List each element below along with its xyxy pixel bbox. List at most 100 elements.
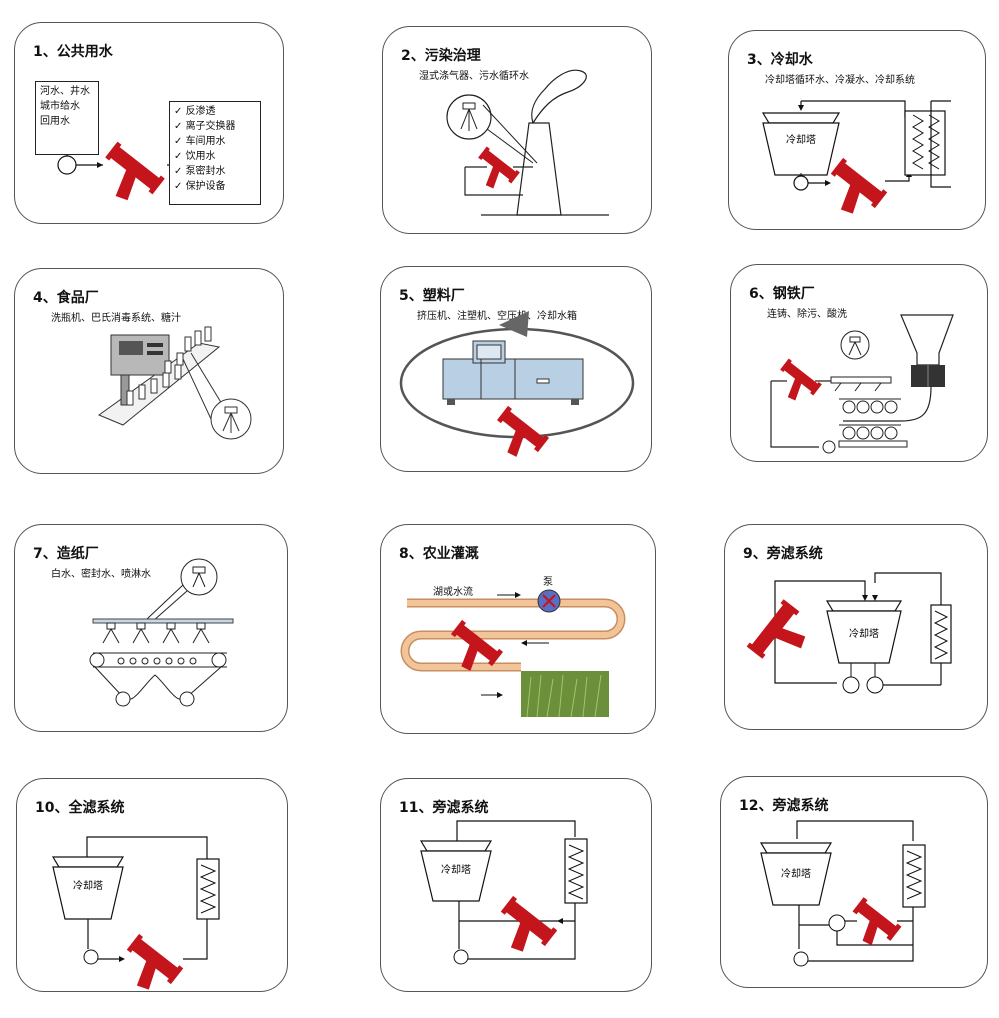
panel-public-water: 1、公共用水 河水、井水 城市给水 回用水 反渗透 离子交换器 车间用水 饮用水…	[14, 22, 284, 224]
panel-pollution-control: 2、污染治理 湿式涤气器、污水循环水	[382, 26, 652, 234]
panel-diagram: 冷却塔	[759, 820, 926, 967]
panel-subtitle: 白水、密封水、喷淋水	[51, 569, 151, 580]
panel-diagram	[446, 69, 609, 216]
panel-title: 4、食品厂	[33, 290, 99, 306]
panel-diagram: 冷却塔	[746, 572, 952, 694]
heat-exchanger-icon	[930, 604, 952, 664]
y-strainer-icon	[450, 619, 504, 671]
panel-diagram	[97, 326, 252, 440]
water-sources-box: 河水、井水 城市给水 回用水	[35, 81, 99, 155]
y-strainer-icon	[852, 897, 902, 946]
panel-subtitle: 连铸、除污、酸洗	[767, 309, 847, 320]
panel-diagram	[89, 558, 234, 707]
pump-icon	[57, 155, 77, 175]
y-strainer-icon	[746, 599, 806, 659]
source-item: 城市给水	[40, 101, 80, 112]
rollers-icon	[842, 400, 898, 440]
panel-side-stream-filtration-11: 11、旁滤系统 冷却塔	[380, 778, 652, 992]
panel-title: 3、冷却水	[747, 52, 813, 68]
panel-diagram: 冷却塔	[761, 100, 951, 214]
panel-plastics-plant: 5、塑料厂 挤压机、注塑机、空压机、冷却水箱	[380, 266, 652, 472]
panel-side-stream-filtration-9: 9、旁滤系统 冷却塔	[724, 524, 988, 730]
y-strainer-icon	[830, 157, 888, 214]
use-item: 泵密封水	[174, 164, 256, 179]
smoke-icon	[531, 69, 587, 125]
panel-title: 6、钢铁厂	[749, 286, 815, 302]
tower-label: 冷却塔	[849, 627, 879, 640]
water-uses-box: 反渗透 离子交换器 车间用水 饮用水 泵密封水 保护设备	[169, 101, 261, 205]
pump-icon	[842, 676, 860, 694]
ladle-icon	[900, 314, 954, 366]
crop-field-image	[521, 671, 609, 717]
roller-icon	[211, 652, 227, 668]
panel-paper-mill: 7、造纸厂 白水、密封水、喷淋水	[14, 524, 288, 732]
tower-label: 冷却塔	[73, 879, 103, 892]
panel-title: 10、全滤系统	[35, 800, 125, 816]
panel-diagram	[57, 141, 169, 201]
heat-exchanger-icon	[902, 844, 926, 908]
panel-subtitle: 洗瓶机、巴氏消毒系统、糖汁	[51, 313, 181, 324]
panel-steel-plant: 6、钢铁厂 连铸、除污、酸洗	[730, 264, 988, 462]
panel-title: 1、公共用水	[33, 44, 113, 60]
injection-machine-icon	[442, 358, 584, 400]
tower-label: 冷却塔	[786, 133, 816, 146]
heat-exchanger-icon	[564, 838, 588, 904]
cooling-tower-icon	[420, 850, 492, 902]
tower-label: 冷却塔	[441, 863, 471, 876]
cooling-tower-icon	[760, 852, 832, 906]
pump-icon	[793, 951, 809, 967]
cooling-tower-icon	[52, 866, 124, 920]
heat-exchanger-icon	[196, 858, 220, 920]
lake-label: 湖或水流	[433, 587, 473, 598]
pump-icon	[453, 949, 469, 965]
y-strainer-icon	[780, 358, 822, 401]
y-strainer-icon	[478, 146, 520, 189]
panel-subtitle: 湿式涤气器、污水循环水	[419, 71, 529, 82]
use-item: 离子交换器	[174, 119, 256, 134]
pump-icon	[866, 676, 884, 694]
panel-title: 7、造纸厂	[33, 546, 99, 562]
panel-title: 11、旁滤系统	[399, 800, 489, 816]
tower-label: 冷却塔	[781, 867, 811, 880]
bottles-icon	[126, 326, 212, 406]
use-item: 饮用水	[174, 149, 256, 164]
pump-icon	[83, 949, 99, 965]
spray-nozzle-icon	[180, 558, 218, 596]
use-item: 保护设备	[174, 179, 256, 194]
panel-food-plant: 4、食品厂 洗瓶机、巴氏消毒系统、糖汁	[14, 268, 284, 474]
panel-title: 12、旁滤系统	[739, 798, 829, 814]
y-strainer-icon	[105, 141, 165, 201]
spray-nozzle-icon	[840, 330, 870, 360]
panel-title: 9、旁滤系统	[743, 546, 823, 562]
panel-side-stream-filtration-12: 12、旁滤系统 冷却塔	[720, 776, 988, 988]
panel-subtitle: 挤压机、注塑机、空压机、冷却水箱	[417, 311, 577, 322]
panel-title: 5、塑料厂	[399, 288, 465, 304]
panel-cooling-water: 3、冷却水 冷却塔循环水、冷凝水、冷却系统 冷却塔	[728, 30, 986, 230]
y-strainer-icon	[126, 933, 184, 990]
panel-title: 8、农业灌溉	[399, 546, 479, 562]
cooling-tower-icon	[762, 122, 840, 176]
panel-diagram	[400, 589, 626, 718]
panel-diagram: 冷却塔	[51, 836, 220, 990]
source-item: 河水、井水	[40, 86, 90, 97]
cooling-tower-icon	[826, 610, 902, 664]
pump-label: 泵	[543, 577, 553, 588]
panel-full-flow-filtration: 10、全滤系统 冷却塔	[16, 778, 288, 992]
panel-agricultural-irrigation: 8、农业灌溉 湖或水流 泵	[380, 524, 656, 734]
panel-diagram	[399, 311, 635, 457]
source-item: 回用水	[40, 116, 70, 127]
panel-diagram	[770, 314, 954, 454]
use-item: 车间用水	[174, 134, 256, 149]
y-strainer-icon	[496, 405, 550, 457]
use-item: 反渗透	[174, 104, 256, 119]
y-strainer-icon	[500, 895, 558, 952]
chimney-icon	[516, 122, 562, 216]
flow-arrow-icon	[499, 311, 529, 337]
spray-header-icon	[92, 618, 234, 624]
pump-icon	[828, 914, 846, 932]
panel-title: 2、污染治理	[401, 48, 481, 64]
panel-subtitle: 冷却塔循环水、冷凝水、冷却系统	[765, 75, 915, 86]
panel-diagram: 冷却塔	[419, 820, 588, 965]
pump-icon	[822, 440, 836, 454]
pump-icon	[793, 175, 809, 191]
